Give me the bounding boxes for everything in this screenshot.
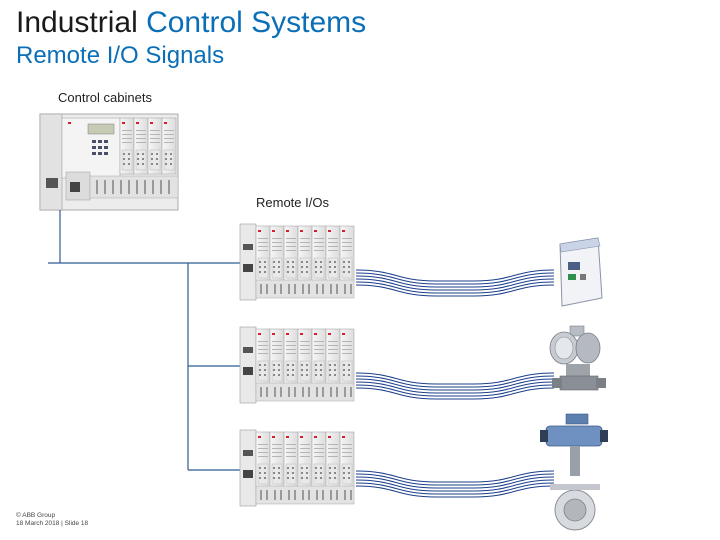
date-slide-text: 18 March 2018 | Slide 18 [16, 520, 89, 527]
drive-device-icon [559, 237, 603, 307]
network-bus [48, 210, 244, 471]
controller-cabinet [39, 113, 179, 211]
slide-subtitle: Remote I/O Signals [16, 42, 225, 69]
copyright-text: © ABB Group [16, 512, 56, 519]
remote-io-rack-1 [240, 224, 354, 300]
wire-harness-1 [355, 269, 555, 297]
valve-device-icon [540, 413, 608, 531]
control-cabinets-label: Control cabinets [58, 90, 152, 105]
title-part1: Industrial [16, 6, 138, 39]
slide-title: Industrial Control Systems [16, 4, 366, 42]
title-part2: Control Systems [146, 6, 367, 39]
remote-io-rack-2 [240, 327, 354, 403]
slide-footer: © ABB Group 18 March 2018 | Slide 18 [16, 512, 88, 528]
wire-harness-2 [355, 372, 555, 400]
transmitter-device-icon [549, 325, 606, 391]
remote-io-rack-3 [240, 430, 354, 506]
remote-ios-label: Remote I/Os [256, 195, 329, 210]
wire-harness-3 [355, 470, 555, 498]
